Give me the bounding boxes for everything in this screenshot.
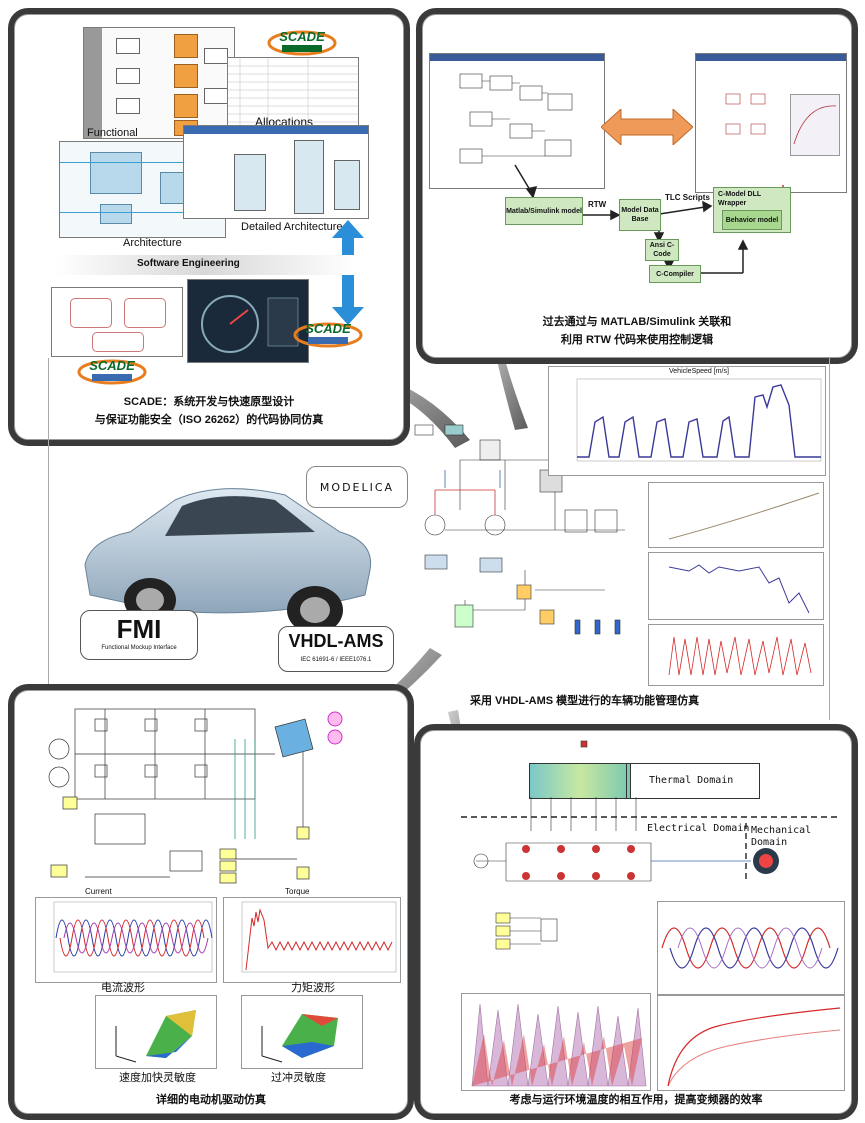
model-db-box: Model Data Base bbox=[619, 199, 661, 231]
functional-label: Functional bbox=[87, 127, 138, 139]
wrapper-box: C-Model DLL Wrapper Behavior model bbox=[713, 187, 791, 233]
vhdl-ams-logo: VHDL-AMS IEC 61691-6 / IEEE1076.1 bbox=[278, 626, 394, 672]
modelica-logo: MODELICA bbox=[306, 466, 408, 508]
electrical-domain-label: Electrical Domain bbox=[647, 823, 750, 834]
thermal-block bbox=[529, 763, 631, 799]
matlab-panel: Matlab/Simulink model RTW Model Data Bas… bbox=[422, 14, 852, 358]
temperature-rise-chart bbox=[657, 995, 845, 1091]
vhdl-title: VHDL-AMS bbox=[288, 631, 384, 651]
mechanical-domain-label: Mechanical Domain bbox=[751, 825, 812, 848]
current-waveform-chart bbox=[35, 897, 217, 983]
scade-caption-line2: 与保证功能安全（ISO 26262）的代码协同仿真 bbox=[94, 414, 324, 426]
fmi-subtitle: Functional Mockup Interface bbox=[101, 645, 177, 651]
overshoot-sensitivity-plot bbox=[241, 995, 363, 1069]
matlab-caption-line2: 利用 RTW 代码来使用控制逻辑 bbox=[560, 334, 714, 346]
orange-double-arrow bbox=[601, 109, 693, 145]
motor-caption: 详细的电动机驱动仿真 bbox=[156, 1094, 266, 1106]
allocations-table bbox=[227, 57, 359, 127]
center-frame bbox=[48, 358, 830, 720]
torque-axis-label: Torque bbox=[285, 887, 310, 896]
torque-wave-label: 力矩波形 bbox=[291, 982, 335, 994]
loss-spectrum-chart bbox=[461, 993, 651, 1091]
aux-chart-1 bbox=[648, 482, 824, 548]
speed-sensitivity-plot bbox=[95, 995, 217, 1069]
overshoot-sensitivity-label: 过冲灵敏度 bbox=[271, 1072, 326, 1084]
detailed-architecture-label: Detailed Architecture bbox=[241, 221, 343, 233]
current-wave-label: 电流波形 bbox=[101, 982, 145, 994]
thermal-box-frame bbox=[626, 763, 760, 799]
wrapper-label: C-Model DLL Wrapper bbox=[718, 191, 762, 207]
domain-divider-lines bbox=[461, 740, 841, 950]
scade-logo-text: SCADE bbox=[279, 29, 325, 44]
three-phase-chart bbox=[657, 901, 845, 995]
state-machine-diagram bbox=[51, 287, 183, 357]
matlab-caption-line1: 过去通过与 MATLAB/Simulink 关联和 bbox=[542, 316, 732, 328]
motor-drive-schematic bbox=[48, 708, 343, 884]
scade-caption-line1: SCADE：系统开发与快速原型设计 bbox=[123, 396, 295, 408]
current-axis-label: Current bbox=[85, 887, 112, 896]
c-compiler-box: C-Compiler bbox=[649, 265, 701, 283]
car-illustration bbox=[84, 488, 372, 634]
motor-panel: Current Torque 电流波形 力矩波形 bbox=[14, 690, 408, 1114]
tlc-label: TLC Scripts bbox=[665, 193, 710, 202]
dashboard-display bbox=[187, 279, 309, 363]
matlab-model-box: Matlab/Simulink model bbox=[505, 197, 583, 225]
functional-diagram bbox=[83, 27, 235, 139]
scade-logo-text-3: SCADE bbox=[89, 358, 135, 373]
aux-chart-2 bbox=[648, 552, 824, 620]
simulink-window bbox=[429, 53, 605, 189]
scade-system-logo: SCADE bbox=[267, 29, 337, 56]
inverter-panel: Thermal Domain Electrical Domain Mechani… bbox=[420, 730, 852, 1114]
center-caption: 采用 VHDL-AMS 模型进行的车辆功能管理仿真 bbox=[470, 695, 700, 707]
vhdl-subtitle: IEC 61691-6 / IEEE1076.1 bbox=[300, 657, 372, 663]
rtw-label: RTW bbox=[588, 200, 607, 209]
fmi-title: FMI bbox=[116, 614, 162, 644]
fmi-logo: FMI Functional Mockup Interface bbox=[80, 610, 198, 660]
inverter-caption: 考虑与运行环境温度的相互作用，提高变频器的效率 bbox=[509, 1094, 763, 1106]
vehicle-speed-chart: VehicleSpeed [m/s] bbox=[548, 366, 826, 476]
behavior-box: Behavior model bbox=[722, 210, 782, 230]
software-engineering-band bbox=[55, 255, 355, 275]
modelica-text: MODELICA bbox=[319, 481, 395, 494]
vhdl-schematic bbox=[414, 424, 625, 635]
torque-waveform-chart bbox=[223, 897, 401, 983]
aux-chart-3 bbox=[648, 624, 824, 686]
vehicle-speed-title: VehicleSpeed [m/s] bbox=[669, 368, 729, 375]
architecture-label: Architecture bbox=[123, 237, 182, 249]
scade-logo-text-2: SCADE bbox=[305, 321, 351, 336]
scade-suite-logo: SCADE bbox=[77, 358, 147, 385]
speed-sensitivity-label: 速度加快灵敏度 bbox=[119, 1072, 196, 1084]
ansi-c-box: Ansi C-Code bbox=[645, 239, 679, 261]
thermal-domain-label: Thermal Domain bbox=[649, 775, 734, 786]
detailed-architecture-diagram bbox=[183, 125, 369, 219]
software-engineering-label: Software Engineering bbox=[137, 258, 240, 269]
scade-panel: Functional SCADE Allocations Architectur… bbox=[14, 14, 404, 440]
rtw-flow-arrows bbox=[514, 164, 784, 274]
scade-display-logo: SCADE bbox=[293, 321, 363, 348]
behavior-model-window bbox=[695, 53, 847, 193]
